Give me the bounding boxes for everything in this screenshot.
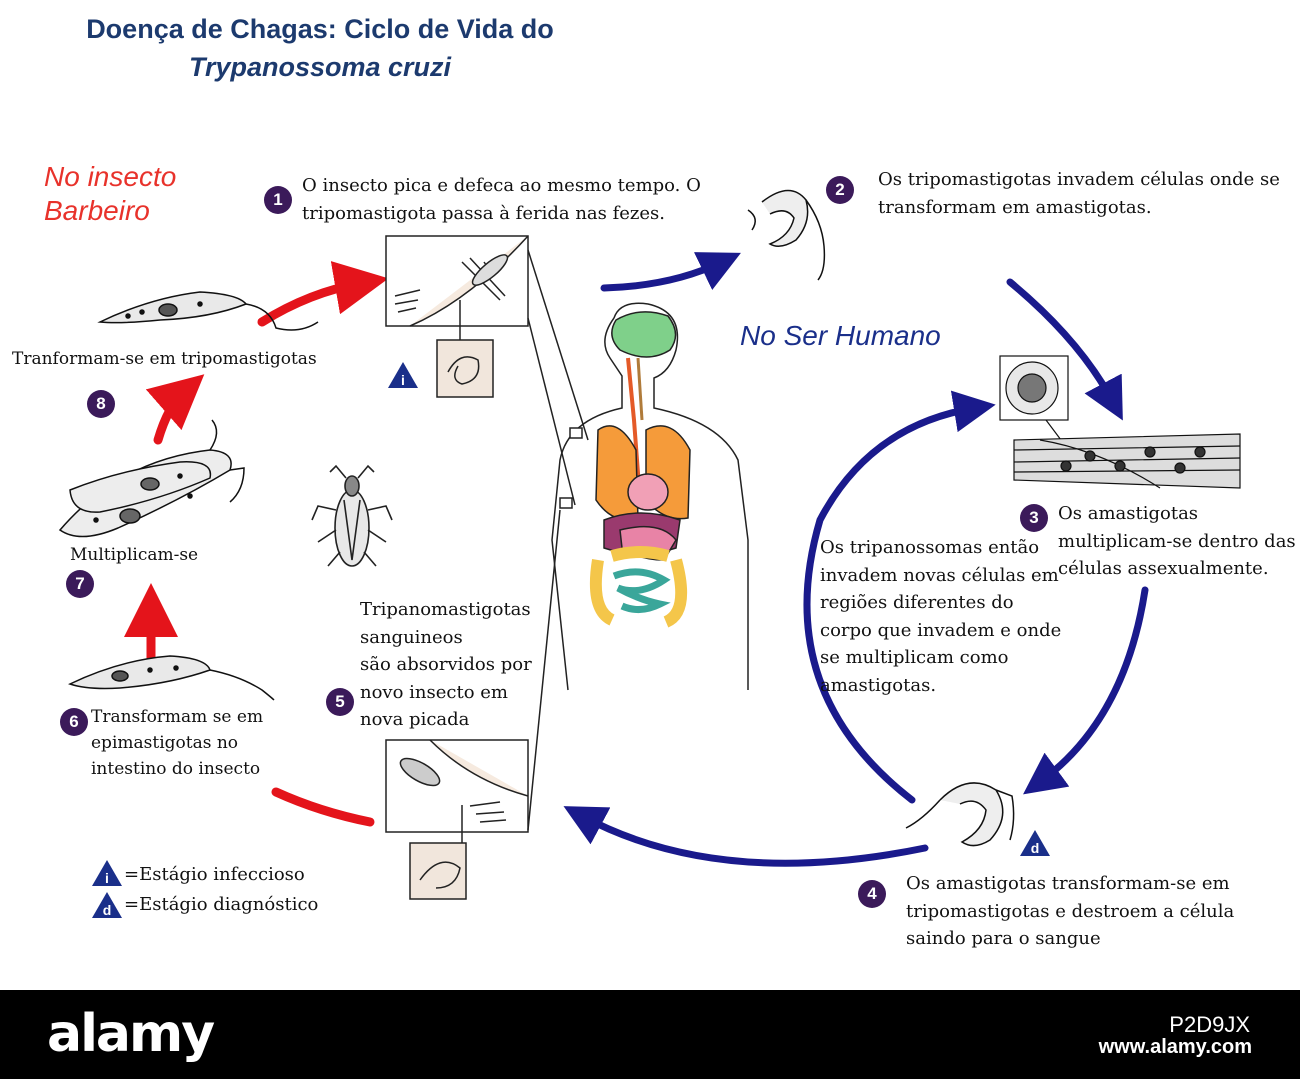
legend-infective-mark: i [92,860,122,886]
human-region-label: No Ser Humano [740,320,941,351]
trypomastigote-drawing-4 [905,782,1015,847]
bite-panel-top [385,235,589,506]
step-text-3: Os amastigotas multiplicam-se dentro das… [1058,503,1296,579]
legend-infective-label: =Estágio infeccioso [124,864,305,885]
step-badge-6: 6 [60,708,88,736]
infected-muscle-tissue-drawing-3 [999,355,1241,489]
red-arrows [124,261,389,827]
svg-text:d: d [103,902,112,918]
step-text-2: Os tripomastigotas invadem células onde … [878,169,1280,218]
watermark-image-code: P2D9JX [1169,1012,1250,1037]
legend-diagnostic-mark: d [92,892,122,918]
step-badge-8: 8 [87,390,115,418]
arrow-4-to-3-loop [803,390,996,804]
insect-region-label: No insecto Barbeiro [44,161,177,226]
diagram-title: Doença de Chagas: Ciclo de Vida do [86,14,554,44]
step-text-6: Transformam se em epimastigotas no intes… [91,707,264,779]
life-cycle-diagram: i d i d [58,189,1241,918]
step-badge-2: 2 [826,176,854,204]
middle-description: Os tripanossomas então invadem novas cél… [820,537,1062,696]
step-text-7: Multiplicam-se [70,545,199,565]
step-badge-3: 3 [1020,504,1048,532]
step-text-5: Tripanomastigotas sanguineos são absorvi… [360,599,532,730]
svg-text:i: i [401,372,405,388]
trypomastigote-drawing-2 [747,189,826,281]
step-text-4: Os amastigotas transformam-se em tripoma… [906,873,1235,949]
infective-stage-mark: i [388,362,418,388]
step-badge-5: 5 [326,688,354,716]
blue-arrows [563,252,1149,867]
legend-diagnostic-label: =Estágio diagnóstico [124,894,319,915]
trypomastigote-drawing-8 [97,291,319,331]
step-badge-4: 4 [858,880,886,908]
human-body [551,302,749,691]
arrow-8-to-1 [257,261,389,327]
arrow-4-to-5 [563,806,929,867]
arrow-1-to-2 [600,252,741,292]
arrow-5-to-6 [271,787,375,827]
watermark-footer [0,990,1300,1079]
step-text-8: Tranformam-se em tripomastigotas [12,349,317,369]
arrow-3-to-4 [1023,586,1149,795]
svg-text:i: i [105,870,109,886]
watermark-url: www.alamy.com [1098,1036,1252,1058]
svg-text:d: d [1031,840,1040,856]
multiplying-epimastigotes-drawing-7 [58,419,245,538]
step-text-1: O insecto pica e defeca ao mesmo tempo. … [302,175,701,224]
diagram-subtitle: Trypanossoma cruzi [188,52,452,82]
step-badge-1: 1 [264,186,292,214]
bite-panel-bottom [385,509,561,900]
watermark-logo: alamy [47,1004,215,1064]
step-badge-7: 7 [66,570,94,598]
diagnostic-stage-mark: d [1020,830,1050,856]
triatomine-bug-icon [311,464,393,567]
arrow-7-to-8 [145,374,205,445]
epimastigote-drawing-6 [68,655,275,701]
arrow-2-to-3 [1006,278,1123,421]
